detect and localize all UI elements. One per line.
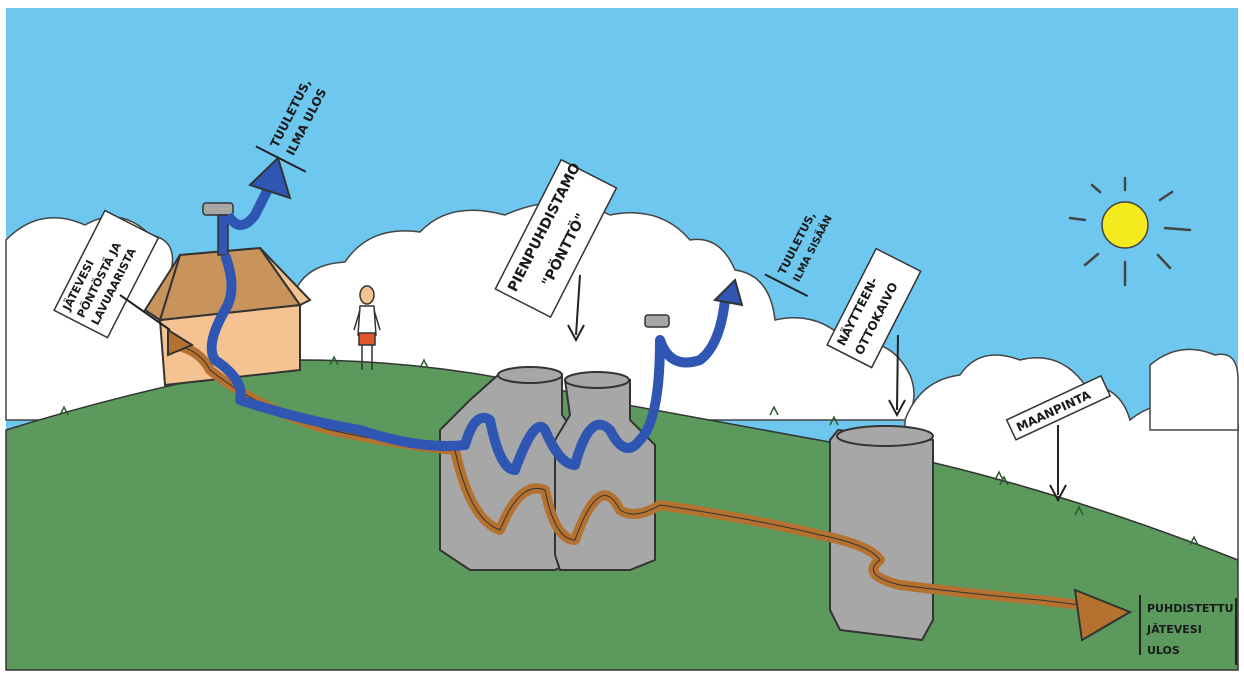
treated-out-line2: JÄTEVESI — [1146, 622, 1202, 636]
treated-out-line1: PUHDISTETTU — [1147, 602, 1234, 615]
treated-out-line3: ULOS — [1147, 644, 1180, 657]
inlet-vent-cap — [645, 315, 669, 327]
sample-well-pointer — [897, 335, 898, 410]
treatment-plant — [440, 367, 655, 570]
sample-well — [830, 426, 933, 640]
